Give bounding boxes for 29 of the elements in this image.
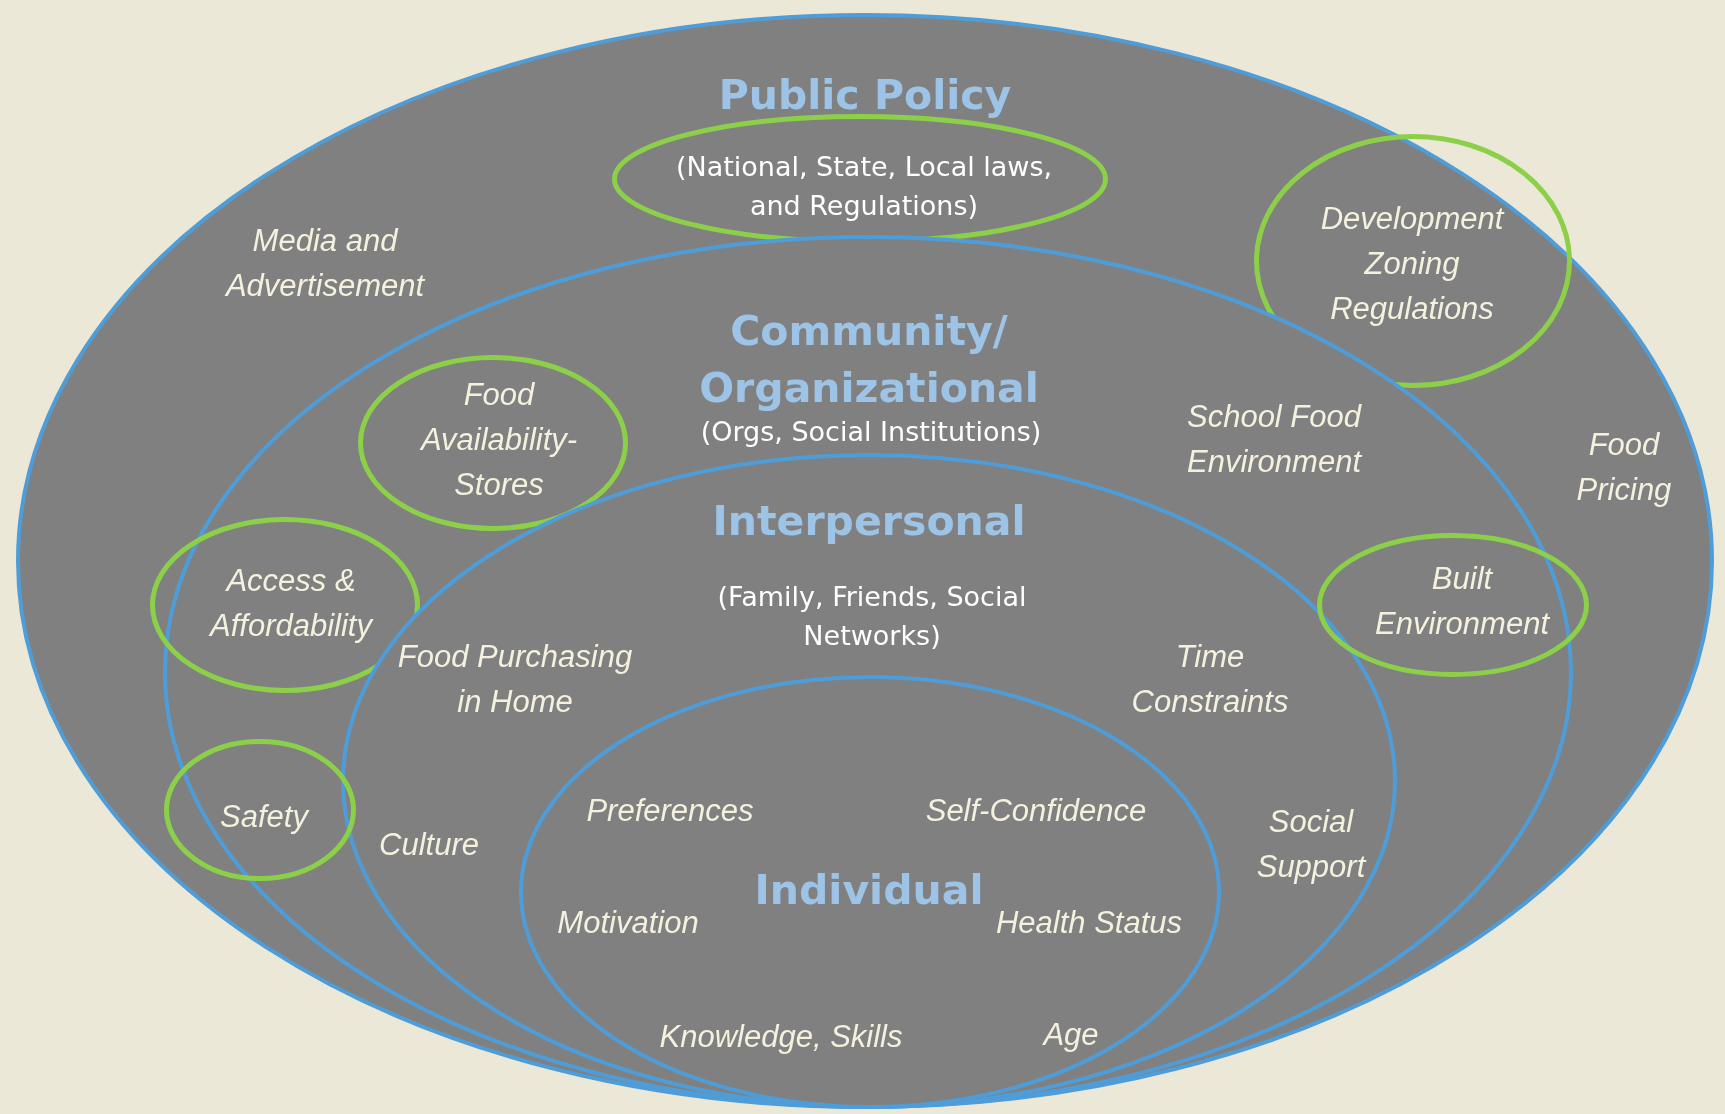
factor-label: Health Status — [994, 903, 1184, 942]
level-heading: Public Policy — [717, 70, 1013, 122]
factor-label: Time Constraints — [1130, 638, 1290, 721]
factor-label: Media and Advertisement — [223, 222, 426, 305]
factor-label: School Food Environment — [1185, 398, 1363, 481]
level-ellipse — [16, 13, 1714, 1109]
level-description: (Family, Friends, Social Networks) — [716, 579, 1028, 653]
level-description: (National, State, Local laws, and Regulations) — [674, 149, 1054, 223]
factor-label: Access & Affordability — [207, 562, 375, 645]
level-heading: Individual — [753, 865, 985, 917]
factor-label: Motivation — [556, 903, 700, 942]
factor-label: Social Support — [1255, 803, 1368, 886]
level-heading: Interpersonal — [711, 496, 1027, 548]
factor-label: Development Zoning Regulations — [1319, 199, 1506, 328]
factor-ellipse — [358, 355, 628, 531]
factor-ellipse — [164, 739, 356, 881]
factor-ellipse — [1317, 533, 1589, 677]
factor-label: Food Availability-Stores — [418, 375, 579, 504]
factor-label: Culture — [378, 825, 480, 864]
level-heading: Community/ Organizational — [698, 305, 1040, 414]
factor-label: Built Environment — [1374, 560, 1551, 643]
level-description: (Orgs, Social Institutions) — [699, 415, 1043, 450]
factor-label: Food Purchasing in Home — [396, 638, 634, 721]
factor-label: Age — [1041, 1015, 1100, 1054]
factor-label: Knowledge, Skills — [658, 1017, 904, 1056]
factor-label: Safety — [219, 797, 311, 836]
factor-label: Preferences — [585, 791, 755, 830]
factor-label: Self-Confidence — [924, 791, 1148, 830]
factor-label: Food Pricing — [1575, 426, 1673, 509]
